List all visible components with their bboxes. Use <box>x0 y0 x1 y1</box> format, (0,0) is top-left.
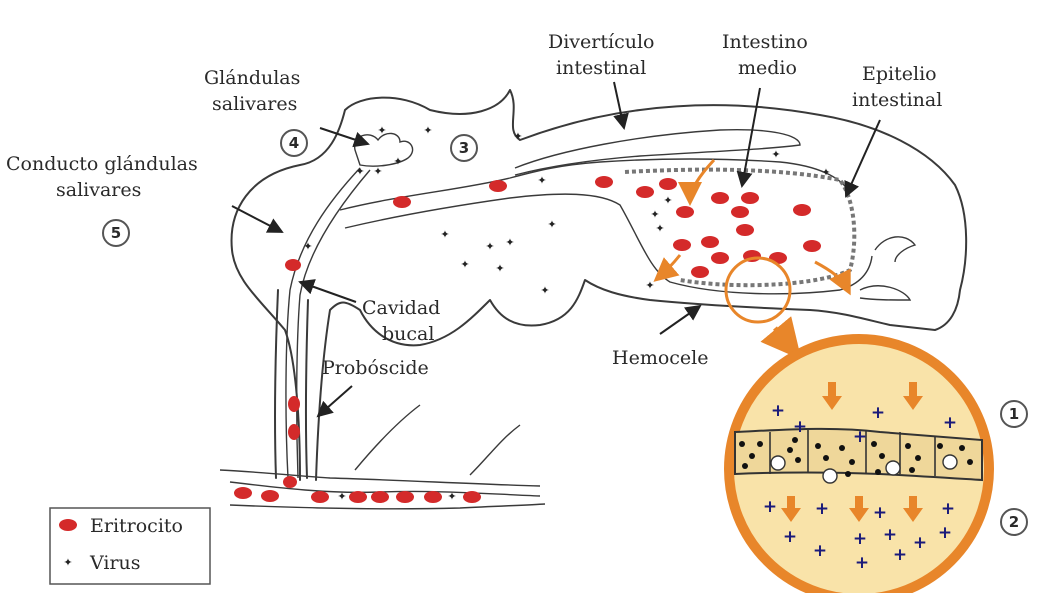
epithelium-inset: + + + + + + + + + + + + + + + + + <box>729 339 989 593</box>
svg-text:5: 5 <box>111 224 121 242</box>
svg-text:+: + <box>873 503 887 523</box>
step-marker-2: 2 <box>1001 509 1027 535</box>
svg-text:+: + <box>883 525 897 545</box>
svg-text:salivares: salivares <box>212 93 297 115</box>
svg-text:✦: ✦ <box>650 208 659 221</box>
svg-text:2: 2 <box>1009 513 1019 531</box>
diverticulo-label: Divertículo intestinal <box>548 31 654 79</box>
svg-text:✦: ✦ <box>393 155 402 168</box>
svg-text:+: + <box>855 553 869 573</box>
svg-text:✦: ✦ <box>337 490 346 503</box>
svg-text:+: + <box>763 497 777 517</box>
svg-text:+: + <box>783 527 797 547</box>
step-marker-4: 4 <box>281 130 307 156</box>
svg-text:✦: ✦ <box>540 284 549 297</box>
glandulas-salivares-label: Glándulas salivares <box>204 67 300 115</box>
step-marker-5: 5 <box>103 220 129 246</box>
hemocele-label: Hemocele <box>612 347 708 369</box>
svg-text:+: + <box>813 541 827 561</box>
svg-text:✦: ✦ <box>513 130 522 143</box>
svg-text:✦: ✦ <box>547 218 556 231</box>
step-marker-3: 3 <box>451 135 477 161</box>
svg-text:+: + <box>853 529 867 549</box>
conducto-glandulas-label: Conducto glándulas salivares <box>6 153 198 201</box>
svg-text:1: 1 <box>1009 405 1019 423</box>
svg-text:+: + <box>893 545 907 565</box>
svg-text:✦: ✦ <box>505 236 514 249</box>
intestino-medio-label: Intestino medio <box>722 31 808 79</box>
svg-text:✦: ✦ <box>440 228 449 241</box>
erythrocyte-legend-swatch <box>59 519 77 531</box>
svg-text:✦: ✦ <box>377 124 386 137</box>
svg-text:✦: ✦ <box>537 174 546 187</box>
svg-text:+: + <box>938 523 952 543</box>
svg-text:✦: ✦ <box>303 240 312 253</box>
svg-text:✦: ✦ <box>663 194 672 207</box>
legend: Eritrocito ✦ Virus <box>50 508 210 584</box>
legend-erythrocyte-label: Eritrocito <box>90 515 183 537</box>
svg-text:+: + <box>853 427 867 447</box>
svg-text:+: + <box>793 417 807 437</box>
svg-text:Intestino: Intestino <box>722 31 808 53</box>
legend-virus-label: Virus <box>89 552 141 574</box>
epitelio-intestinal-label: Epitelio intestinal <box>852 63 942 111</box>
svg-text:✦: ✦ <box>423 124 432 137</box>
svg-text:✦: ✦ <box>460 258 469 271</box>
svg-text:+: + <box>941 499 955 519</box>
proboscide-label: Probóscide <box>322 357 429 379</box>
svg-text:salivares: salivares <box>56 179 141 201</box>
svg-text:✦: ✦ <box>485 240 494 253</box>
svg-text:Divertículo: Divertículo <box>548 31 654 53</box>
step-marker-1: 1 <box>1001 401 1027 427</box>
cavidad-bucal-label: Cavidad bucal <box>362 297 440 345</box>
svg-text:Epitelio: Epitelio <box>862 63 937 85</box>
svg-text:✦: ✦ <box>355 165 364 178</box>
svg-text:✦: ✦ <box>495 262 504 275</box>
svg-text:Cavidad: Cavidad <box>362 297 440 319</box>
svg-text:3: 3 <box>459 139 469 157</box>
svg-text:✦: ✦ <box>373 165 382 178</box>
virus-legend-swatch: ✦ <box>63 556 72 569</box>
svg-text:+: + <box>871 403 885 423</box>
svg-text:✦: ✦ <box>821 166 830 179</box>
svg-text:✦: ✦ <box>447 490 456 503</box>
svg-text:✦: ✦ <box>655 222 664 235</box>
svg-text:intestinal: intestinal <box>556 57 646 79</box>
svg-text:+: + <box>943 413 957 433</box>
svg-text:intestinal: intestinal <box>852 89 942 111</box>
svg-text:+: + <box>815 499 829 519</box>
svg-text:4: 4 <box>289 134 299 152</box>
svg-text:✦: ✦ <box>645 279 654 292</box>
svg-text:Glándulas: Glándulas <box>204 67 300 89</box>
svg-text:medio: medio <box>738 57 797 79</box>
svg-text:✦: ✦ <box>771 148 780 161</box>
svg-text:+: + <box>771 401 785 421</box>
svg-text:bucal: bucal <box>382 323 434 345</box>
svg-text:+: + <box>913 533 927 553</box>
svg-text:Conducto glándulas: Conducto glándulas <box>6 153 198 175</box>
